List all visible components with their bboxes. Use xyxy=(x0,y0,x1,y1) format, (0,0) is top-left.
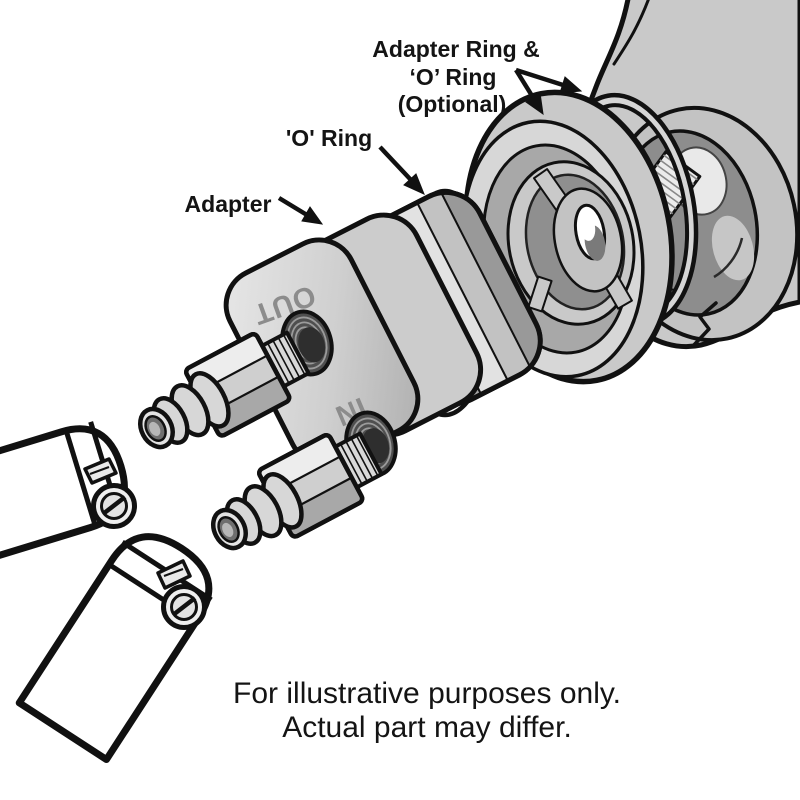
pad-highlight xyxy=(711,215,755,281)
clamp-bracket-slot xyxy=(163,568,184,577)
callout-arrow-adapter xyxy=(277,196,324,225)
adapter-block: OUT IN xyxy=(223,179,554,478)
barb-fitting-lower xyxy=(210,431,384,551)
barb-tip-hole xyxy=(222,522,234,537)
clamp-bracket xyxy=(156,559,192,590)
hose-clamp-lower xyxy=(156,559,207,630)
callout-title-line3: (Optional) xyxy=(398,91,507,117)
pad-detail-arc xyxy=(713,237,744,279)
clamp-bracket-slot xyxy=(89,466,110,475)
callouts: Adapter Ring & ‘O’ Ring (Optional) 'O' R… xyxy=(185,36,583,225)
callout-title-line2: ‘O’ Ring xyxy=(410,64,497,90)
caption-line1: For illustrative purposes only. xyxy=(233,677,621,710)
callout-arrow-ring-optional xyxy=(514,68,544,116)
barb-tip-hole xyxy=(149,421,161,436)
housing-bottom-notch xyxy=(691,301,718,348)
out-port-hole xyxy=(298,327,326,363)
caption: For illustrative purposes only. Actual p… xyxy=(233,677,621,744)
hose-upper xyxy=(0,421,137,567)
clamp-screw-slot xyxy=(101,495,127,516)
stripe xyxy=(417,190,532,381)
fitting-thread-lines xyxy=(266,334,306,384)
caption-line2: Actual part may differ. xyxy=(282,711,572,744)
hose-clamp-upper xyxy=(83,457,137,529)
callout-oring: 'O' Ring xyxy=(286,125,372,151)
callout-adapter: Adapter xyxy=(185,191,272,217)
hose-lower xyxy=(15,533,213,764)
callout-arrow-oring-optional xyxy=(515,67,583,94)
callout-title-line1: Adapter Ring & xyxy=(372,36,539,62)
stripe xyxy=(440,179,554,369)
callout-arrow-oring xyxy=(378,145,425,195)
fitting-thread-lines xyxy=(339,435,379,485)
bayonet-spoke xyxy=(527,275,553,313)
hose-body xyxy=(15,533,213,764)
housing-crease-line xyxy=(612,0,650,66)
barb-fitting-upper xyxy=(137,330,311,450)
clamp-screw-slot xyxy=(171,596,197,617)
center-hole-light xyxy=(578,213,596,241)
